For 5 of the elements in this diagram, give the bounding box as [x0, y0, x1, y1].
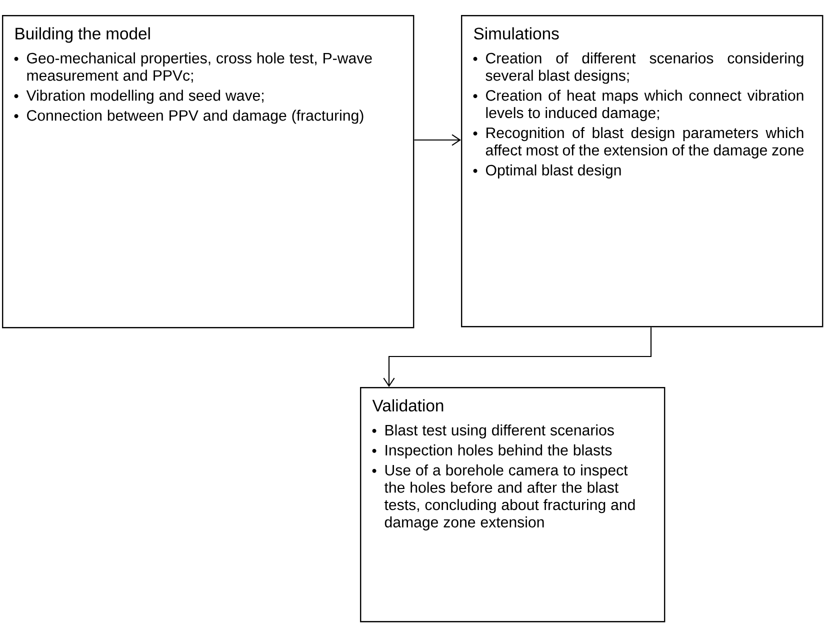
- process-box: Building the model Geo-mechanical properties, cross hole test, P-wave measurement and PPVc; Vibration modelling and seed wave; Connection between PPV and damage (fracturing): [2, 15, 414, 328]
- process-box: Validation Blast test using different scenarios Inspection holes behind the blasts Use of a borehole camera to inspect the holes before and after the blast tests, concluding about fracturing and damage zone extension: [360, 387, 666, 622]
- arrow: [383, 327, 652, 387]
- process-box: Simulations Creation of different scenarios considering several blast designs; Creation of heat maps which connect vibration levels to induced damage; Recognition of blast design parameters which affect most of the extension of the damage zone Optimal blast design: [461, 15, 824, 328]
- arrow: [414, 134, 461, 146]
